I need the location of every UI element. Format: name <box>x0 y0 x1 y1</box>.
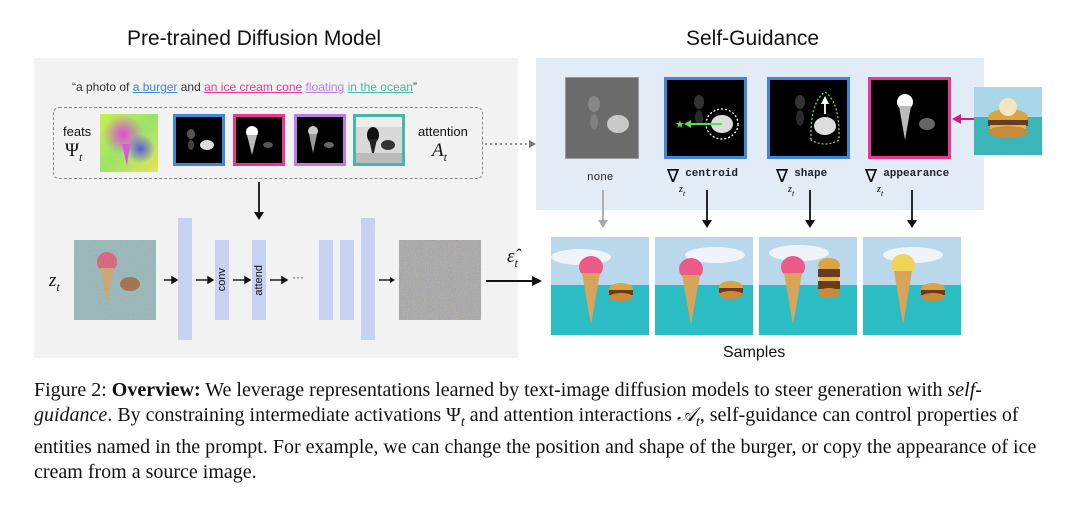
attention-map-ocean <box>353 114 405 166</box>
centroid-t: t <box>682 189 686 198</box>
sample-centroid <box>655 237 753 335</box>
sample-none <box>551 237 649 335</box>
unet-block-4 <box>319 240 333 320</box>
guidance-none-label: none <box>587 172 614 184</box>
shape-nabla: ∇ <box>776 166 789 186</box>
attention-map-floating <box>294 114 346 166</box>
figure-caption: Figure 2: Overview: We leverage represen… <box>34 378 1044 485</box>
caption-psi: Ψ <box>446 404 461 426</box>
shape-t: t <box>791 189 795 198</box>
feats-sub: t <box>79 149 83 164</box>
caption-a: 𝒜 <box>676 404 696 426</box>
arrow-centroid <box>702 190 712 228</box>
caption-p2: . By constraining intermediate activatio… <box>107 404 447 426</box>
centroid-z: z <box>679 184 683 195</box>
prompt-floating: floating <box>305 80 345 94</box>
feats-symbol: Ψt <box>65 140 82 165</box>
eps-hat: ε̂ <box>507 246 515 267</box>
attention-map-icecream <box>233 114 285 166</box>
prompt-and: and <box>177 80 205 94</box>
eps-sub: t <box>514 255 518 270</box>
unet-ellipsis: ··· <box>292 270 304 284</box>
prompt-text: “a photo of a burger and an ice cream co… <box>72 80 417 94</box>
down-arrow-attention <box>254 182 264 220</box>
eps-arrow <box>486 276 542 286</box>
shape-z: z <box>788 184 792 195</box>
centroid-nabla: ∇ <box>667 166 680 186</box>
attention-a: A <box>432 140 444 161</box>
source-image <box>974 87 1042 155</box>
caption-bold: Overview: <box>111 379 201 401</box>
guidance-centroid-map: ★ <box>664 77 747 159</box>
guidance-none-map <box>565 77 639 159</box>
appearance-nabla: ∇ <box>865 166 878 186</box>
eps-symbol: ε̂t <box>507 246 518 271</box>
attention-sub: t <box>443 149 447 164</box>
unet-attend-block <box>252 240 266 320</box>
feats-label: feats <box>63 124 92 139</box>
unet-output-arrow <box>379 277 395 283</box>
attention-map-burger <box>173 114 225 166</box>
guidance-appearance-label: ∇zt appearance <box>865 166 950 198</box>
unet-block-6 <box>361 218 375 340</box>
sample-shape <box>759 237 857 335</box>
prompt-icecream: an ice cream cone <box>204 80 303 94</box>
guidance-shape-label: ∇zt shape <box>776 166 828 198</box>
svg-text:★: ★ <box>675 118 685 131</box>
caption-italic: self-guidance <box>34 379 982 426</box>
arrow-none <box>598 190 608 228</box>
appearance-z: z <box>877 184 881 195</box>
features-attention-box <box>53 107 483 179</box>
pretrained-model-title: Pre-trained Diffusion Model <box>127 27 382 50</box>
appearance-t: t <box>880 189 884 198</box>
predicted-noise-image <box>399 240 481 320</box>
arrow-appearance <box>907 190 917 228</box>
attention-label: attention <box>418 124 468 139</box>
zt-sub: t <box>56 279 60 294</box>
caption-a-sub: t <box>695 415 700 430</box>
caption-fig: Figure 2: <box>34 379 112 401</box>
prompt-burger: a burger <box>132 80 178 94</box>
unet-block-1 <box>178 218 192 340</box>
centroid-text: centroid <box>685 168 738 180</box>
samples-label: Samples <box>723 344 786 361</box>
feature-map-image <box>100 114 158 172</box>
prompt-open: “a photo of <box>72 80 133 94</box>
unet-conv-block <box>215 240 229 320</box>
caption-psi-sub: t <box>460 415 465 430</box>
appearance-text: appearance <box>883 168 950 180</box>
zt-z: z <box>49 270 57 291</box>
arrow-shape <box>805 190 815 228</box>
noisy-latent-image <box>74 240 156 320</box>
caption-p1: We leverage representations learned by t… <box>200 379 948 401</box>
guidance-centroid-label: ∇zt centroid <box>667 166 738 198</box>
dotted-arrow <box>485 140 536 148</box>
prompt-close: ” <box>412 80 417 94</box>
unet-flow-arrows <box>164 275 289 285</box>
feats-psi: Ψ <box>65 140 80 161</box>
self-guidance-title: Self-Guidance <box>686 27 820 50</box>
guidance-shape-map <box>767 77 850 159</box>
caption-p4: , self-guidance can control properties o… <box>34 404 1037 483</box>
guidance-appearance-map <box>868 77 951 159</box>
sample-appearance <box>863 237 961 335</box>
unet-block-5 <box>340 240 354 320</box>
caption-p3: and attention interactions <box>464 404 677 426</box>
attention-symbol: At <box>432 140 447 165</box>
shape-text: shape <box>794 168 828 180</box>
zt-symbol: zt <box>49 270 60 295</box>
source-pink-arrow <box>952 114 975 124</box>
prompt-ocean: in the ocean <box>347 80 413 94</box>
